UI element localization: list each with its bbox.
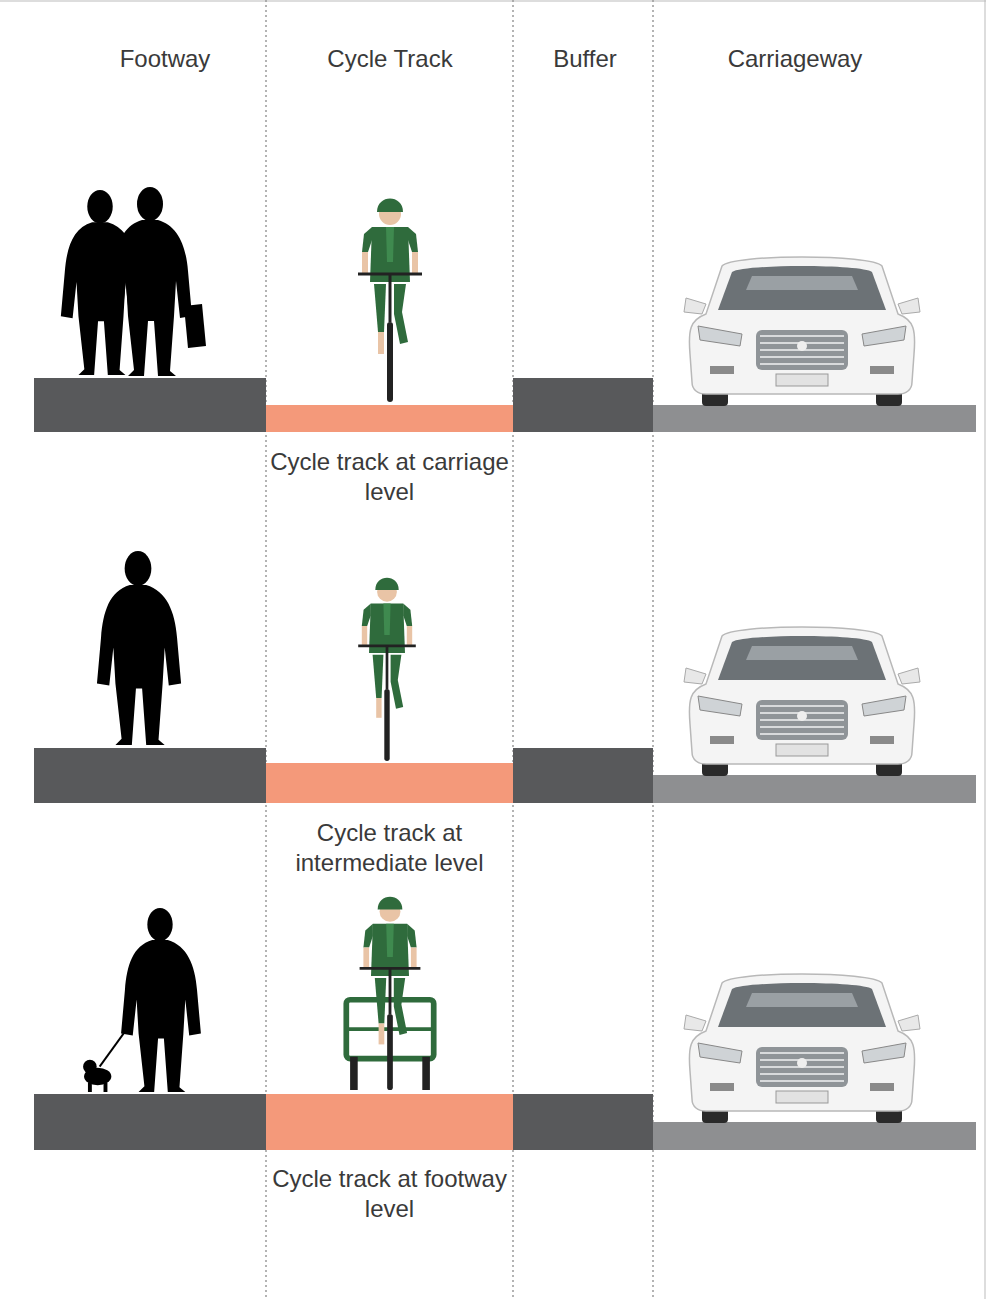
pedestrian-silhouette (83, 908, 201, 1092)
column-header: Carriageway (695, 44, 895, 74)
carriageway-slab (653, 775, 976, 803)
footway-slab (34, 748, 266, 803)
buffer-slab (513, 748, 653, 803)
column-header: Buffer (485, 44, 685, 74)
buffer-slab (513, 378, 653, 432)
pedestrian-silhouette (110, 187, 206, 376)
car (684, 974, 920, 1123)
cyclist (358, 199, 422, 403)
cycle-track-slab (266, 763, 513, 803)
car (684, 627, 920, 776)
pedestrian-silhouette (97, 551, 181, 745)
cycle-track-slab (266, 405, 513, 432)
row-caption: Cycle track at carriage level (266, 447, 513, 507)
footway-slab (34, 378, 266, 432)
buffer-slab (513, 1094, 653, 1150)
cyclist (358, 578, 416, 761)
cargo-trike-rider (346, 897, 433, 1090)
car (684, 257, 920, 406)
footway-slab (34, 1094, 266, 1150)
frame-line (0, 1, 986, 2)
carriageway-slab (653, 1122, 976, 1150)
column-header: Cycle Track (290, 44, 490, 74)
column-header: Footway (65, 44, 265, 74)
row-caption: Cycle track at intermediate level (266, 818, 513, 878)
row-caption: Cycle track at footway level (266, 1164, 513, 1224)
carriageway-slab (653, 405, 976, 432)
cycle-track-slab (266, 1094, 513, 1150)
frame-line (985, 0, 986, 1299)
